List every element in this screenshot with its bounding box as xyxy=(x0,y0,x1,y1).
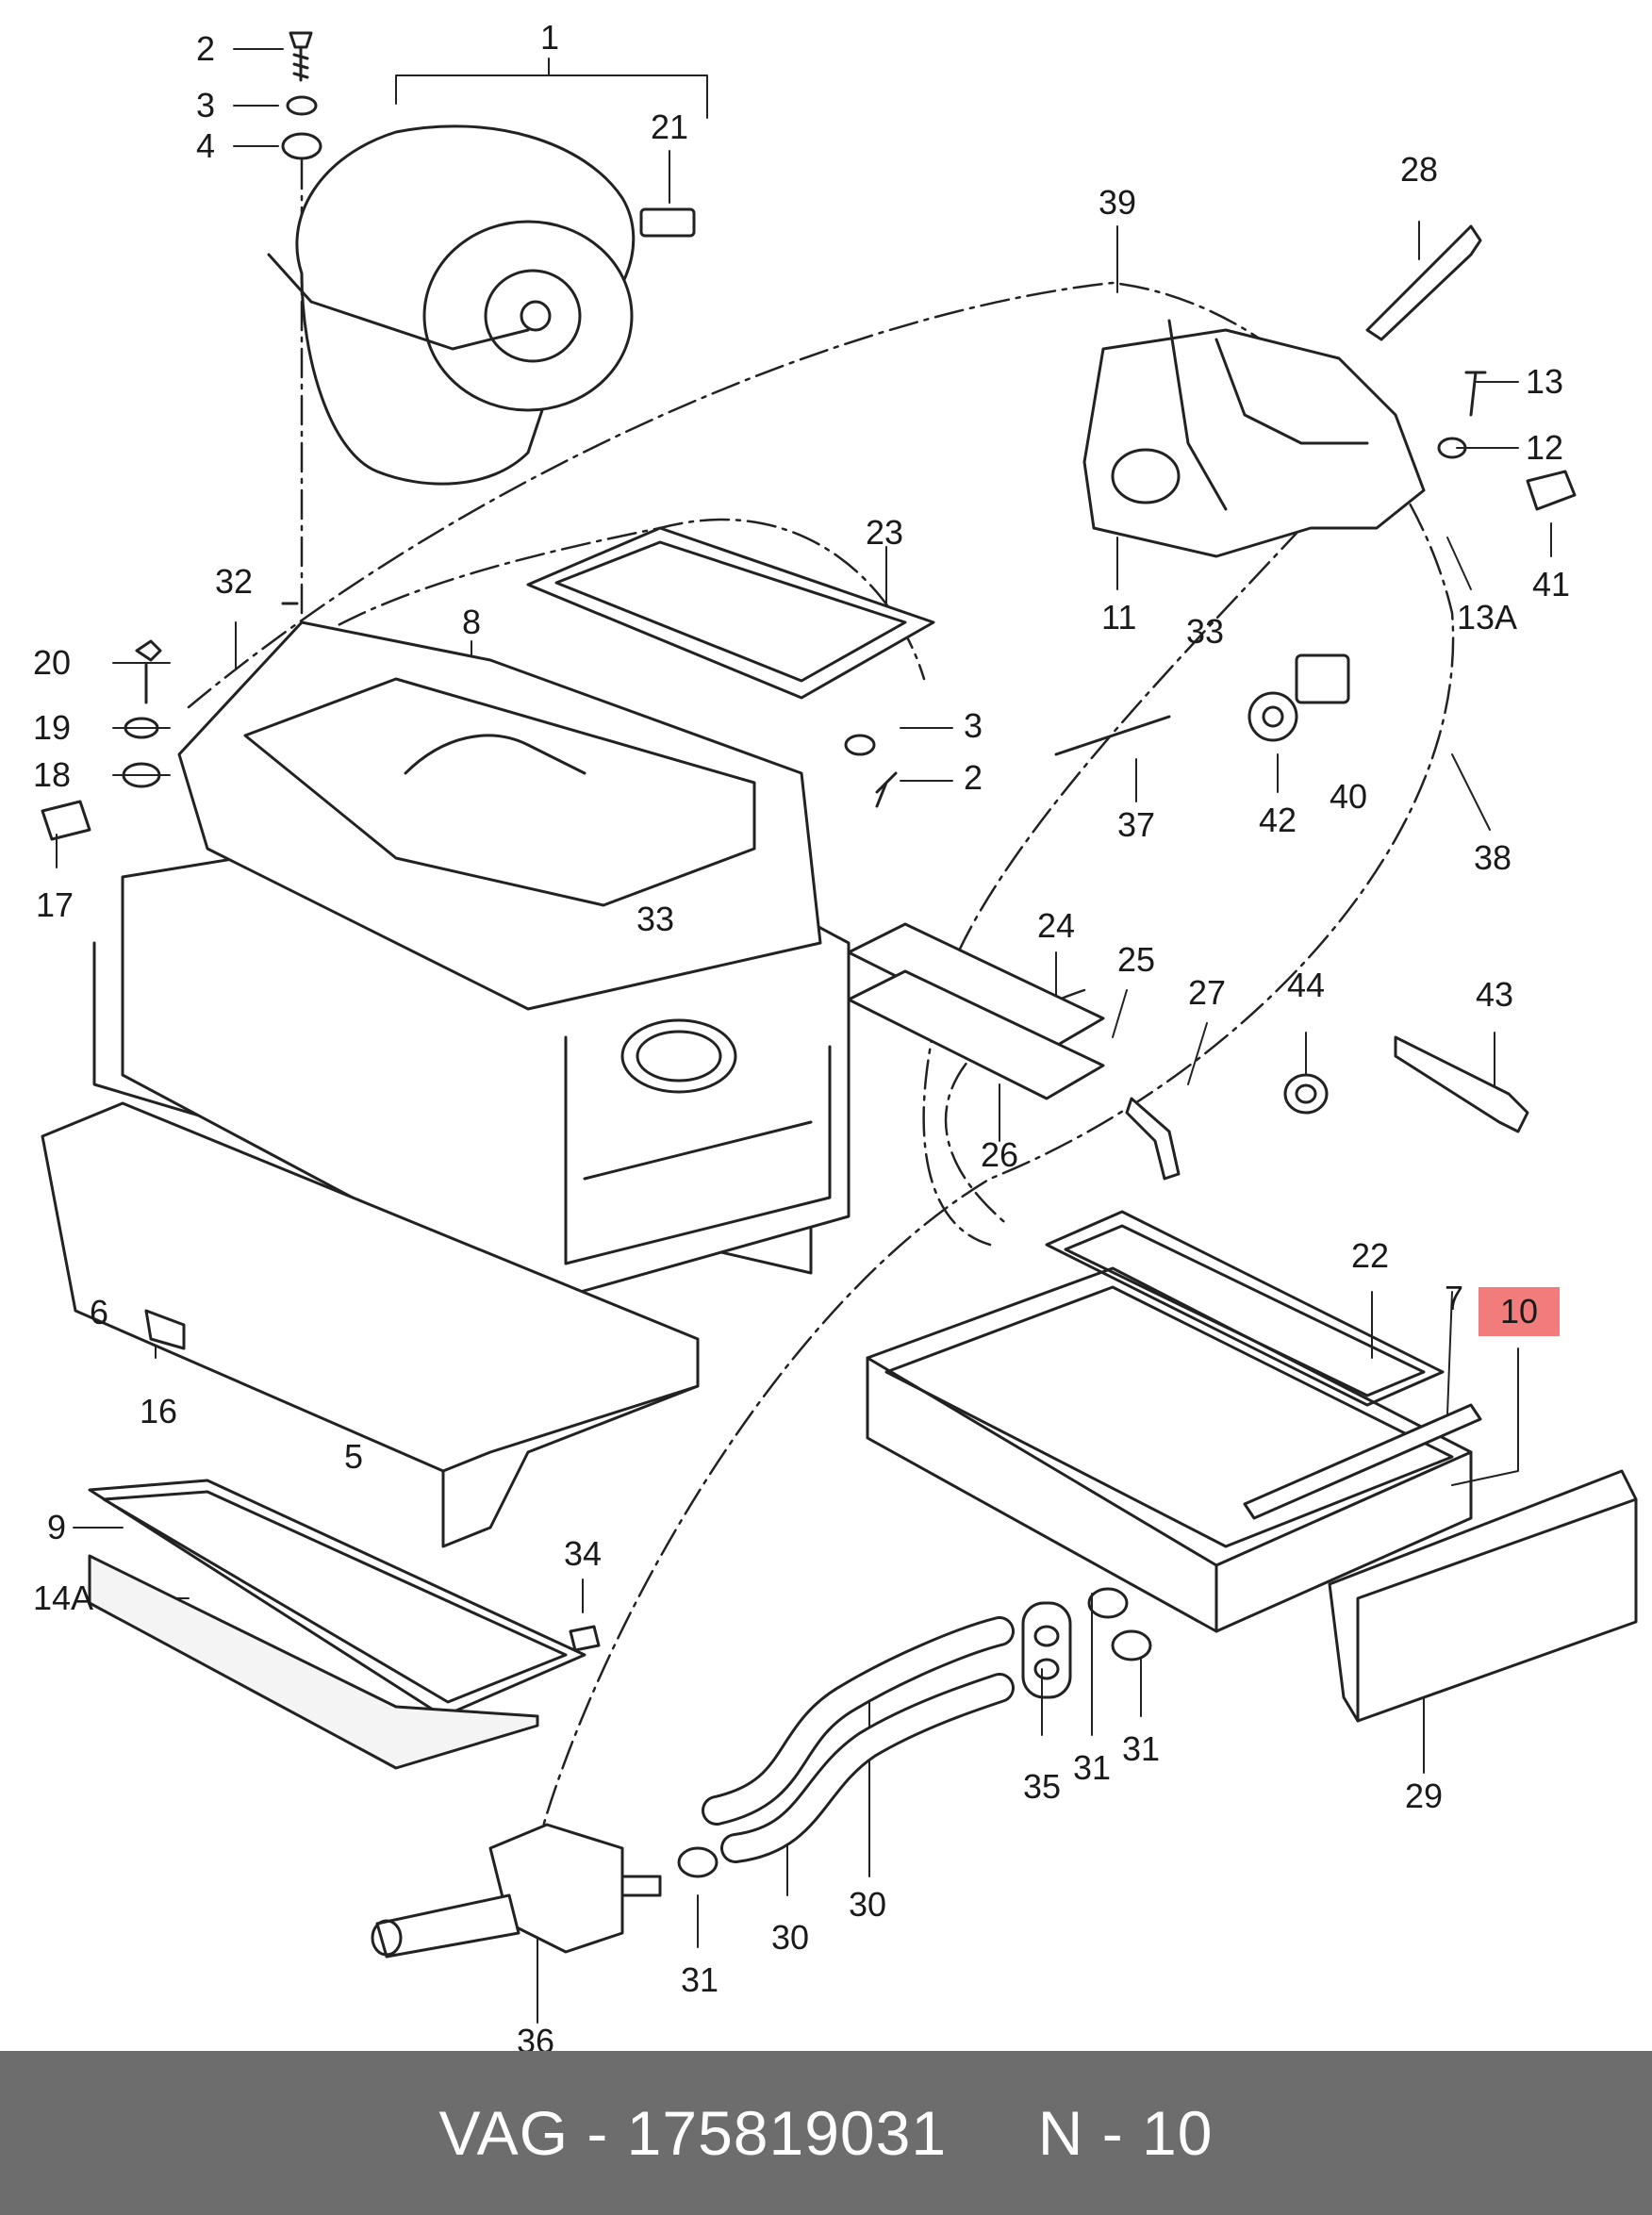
callout-33-upper: 33 xyxy=(1186,612,1225,651)
seal-strip xyxy=(526,526,935,700)
callout-10-highlighted: 10 xyxy=(1479,1287,1560,1336)
callout-29: 29 xyxy=(1405,1777,1444,1815)
callout-17: 17 xyxy=(36,885,74,924)
screw-small xyxy=(281,31,322,160)
callout-44: 44 xyxy=(1287,966,1326,1004)
callout-41: 41 xyxy=(1532,565,1571,603)
callout-2-right: 2 xyxy=(964,758,983,797)
control-unit xyxy=(1082,319,1426,558)
blower-housing xyxy=(267,124,636,605)
callout-30-a: 30 xyxy=(771,1918,810,1957)
callout-8: 8 xyxy=(462,603,482,641)
callout-31-b: 31 xyxy=(1122,1729,1161,1768)
callout-21: 21 xyxy=(651,107,689,146)
callout-11: 11 xyxy=(1101,598,1137,636)
callout-26: 26 xyxy=(981,1135,1019,1174)
callout-14a: 14A xyxy=(33,1579,94,1617)
footer-bar: VAG - 175819031 N - 10 xyxy=(0,2051,1652,2215)
callout-30-b: 30 xyxy=(849,1885,887,1924)
heater-valve xyxy=(371,1823,662,1959)
callout-7: 7 xyxy=(1445,1279,1464,1317)
callout-23: 23 xyxy=(866,513,904,552)
callout-35: 35 xyxy=(1023,1767,1062,1806)
callout-3-right: 3 xyxy=(964,706,983,745)
callout-27: 27 xyxy=(1188,973,1227,1012)
callout-31-a: 31 xyxy=(1073,1748,1112,1787)
callout-32: 32 xyxy=(215,562,254,601)
heater-box xyxy=(92,620,851,1303)
callout-20: 20 xyxy=(33,643,72,682)
seal-frame-22 xyxy=(1045,1210,1445,1407)
callout-3: 3 xyxy=(196,86,216,124)
callout-38: 38 xyxy=(1474,838,1512,877)
parts-diagram: 2 3 4 1 21 39 28 13 12 41 11 33 13A 23 3… xyxy=(33,18,1638,2060)
callout-42: 42 xyxy=(1259,801,1297,839)
callout-1: 1 xyxy=(540,18,560,57)
callout-33-lower: 33 xyxy=(636,900,675,938)
callout-19: 19 xyxy=(33,708,72,747)
part-number-label: VAG - 175819031 N - 10 xyxy=(438,2098,1214,2168)
callout-4: 4 xyxy=(196,126,216,165)
callout-13: 13 xyxy=(1526,362,1564,401)
callout-12: 12 xyxy=(1526,428,1564,467)
callout-6: 6 xyxy=(90,1293,109,1331)
callout-43: 43 xyxy=(1476,975,1514,1014)
callout-16: 16 xyxy=(140,1392,178,1430)
callout-2: 2 xyxy=(196,29,216,68)
callout-22: 22 xyxy=(1351,1236,1390,1275)
callout-18: 18 xyxy=(33,755,72,794)
callout-9: 9 xyxy=(47,1508,67,1546)
exploded-view-drawing xyxy=(41,31,1638,2024)
callout-34: 34 xyxy=(564,1534,603,1573)
callout-24: 24 xyxy=(1037,906,1076,945)
lower-housing xyxy=(41,1101,700,1548)
callout-39: 39 xyxy=(1099,183,1137,222)
callout-5: 5 xyxy=(344,1437,364,1476)
callout-37: 37 xyxy=(1117,805,1156,844)
callout-40: 40 xyxy=(1330,777,1368,816)
callout-25: 25 xyxy=(1117,940,1156,979)
heat-exchanger xyxy=(866,1266,1473,1633)
callout-13a: 13A xyxy=(1457,598,1518,636)
callout-31-c: 31 xyxy=(681,1960,719,1999)
callout-28: 28 xyxy=(1400,150,1439,189)
